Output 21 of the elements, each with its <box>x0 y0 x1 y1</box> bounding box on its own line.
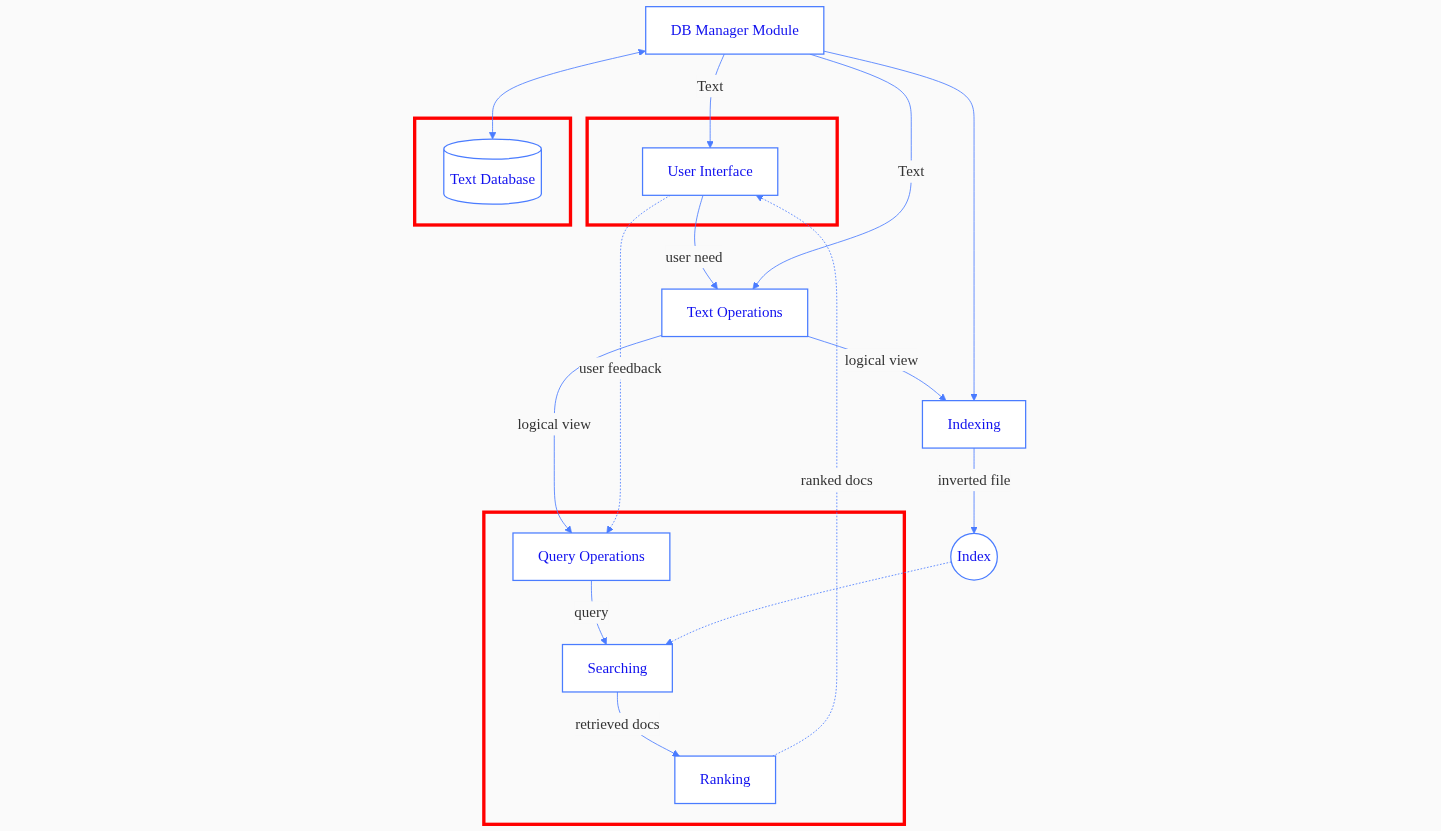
node-box: Query Operations <box>512 532 671 582</box>
edge-label: retrieved docs <box>575 715 660 732</box>
edge-label: user feedback <box>579 359 663 377</box>
edge-label: query <box>574 603 609 621</box>
edge-label: inverted file <box>937 471 1011 489</box>
edge-label: ranked docs <box>801 471 874 489</box>
edge-label: Text <box>898 162 925 180</box>
cluster <box>585 116 840 227</box>
edge-label: Text <box>697 77 724 95</box>
edge-label: logical view <box>517 415 592 433</box>
node-box: User Interface <box>642 147 779 196</box>
edge-label: user need <box>665 248 723 265</box>
cluster <box>413 116 573 227</box>
node-box: Text Operations <box>661 288 809 338</box>
cluster <box>482 510 907 826</box>
node-box: Searching <box>562 643 674 693</box>
node-box: DB Manager Module <box>645 6 825 55</box>
node-box: Ranking <box>674 755 777 805</box>
node-box: Indexing <box>922 400 1027 449</box>
node-circle: Index <box>950 532 999 581</box>
edge-label: logical view <box>845 351 919 368</box>
